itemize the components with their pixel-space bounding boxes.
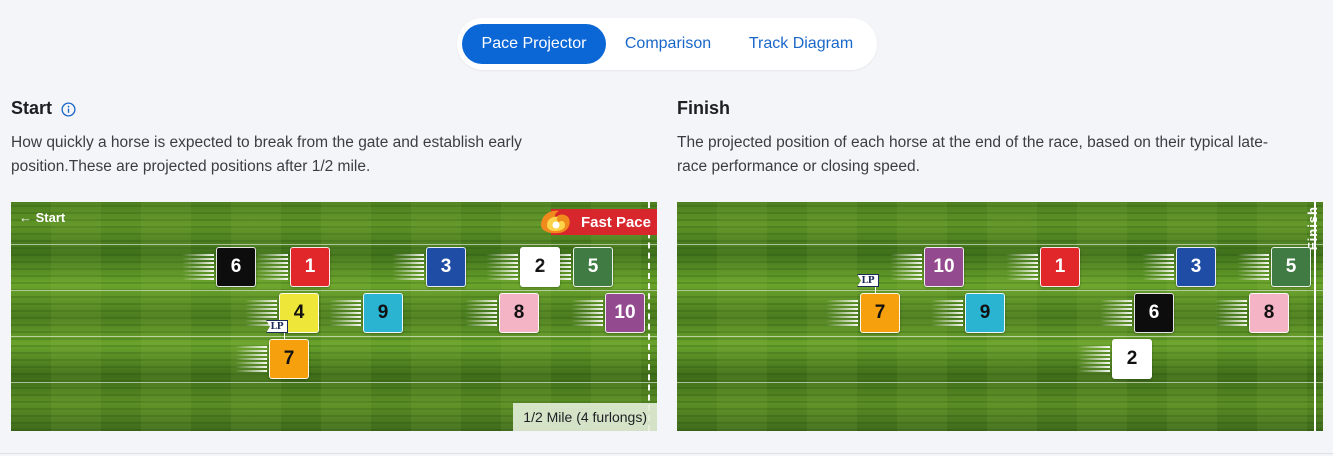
horse-marker-3[interactable]: 3: [392, 247, 466, 287]
horse-number: 5: [1285, 256, 1297, 277]
horse-number: 5: [587, 256, 599, 277]
tab-track-diagram[interactable]: Track Diagram: [748, 35, 854, 52]
lane-divider: [11, 290, 657, 291]
speed-lines: [1006, 254, 1038, 282]
speed-lines: [392, 254, 424, 282]
horse-marker-8[interactable]: 8: [1215, 293, 1289, 333]
lane-divider: [677, 244, 1323, 245]
speed-lines: [329, 300, 361, 328]
lane-divider: [677, 336, 1323, 337]
speed-lines: [1215, 300, 1247, 328]
lp-flag: LP: [857, 274, 879, 287]
finish-track: Finish 10 1 3 5 7 LP 9 6 8 2: [677, 202, 1323, 431]
horse-number: 8: [513, 302, 525, 323]
speed-lines: [890, 254, 922, 282]
start-label-text: ← Start: [19, 210, 66, 225]
distance-label: 1/2 Mile (4 furlongs): [513, 403, 657, 431]
finish-title: Finish: [677, 97, 730, 118]
horse-number: 7: [874, 302, 886, 323]
horse-marker-2[interactable]: 2: [1078, 339, 1152, 379]
view-tabs: Pace Projector Comparison Track Diagram: [457, 18, 877, 70]
horse-number: 6: [230, 256, 242, 277]
horse-number: 4: [293, 302, 305, 323]
info-icon[interactable]: [61, 101, 76, 117]
lp-flag-pole: [875, 286, 876, 294]
bottom-divider: [0, 453, 1333, 454]
speed-lines: [1142, 254, 1174, 282]
horse-marker-8[interactable]: 8: [465, 293, 539, 333]
horse-marker-1[interactable]: 1: [256, 247, 330, 287]
lane-divider: [11, 336, 657, 337]
start-description: How quickly a horse is expected to break…: [11, 134, 522, 175]
lane-divider: [11, 382, 657, 383]
speed-lines: [1100, 300, 1132, 328]
horse-number: 3: [1190, 256, 1202, 277]
horse-number: 7: [283, 348, 295, 369]
speed-lines: [182, 254, 214, 282]
horse-number: 1: [1054, 256, 1066, 277]
lane-divider: [677, 382, 1323, 383]
horse-number: 10: [933, 256, 955, 277]
start-title: Start: [11, 97, 53, 118]
horse-marker-10[interactable]: 10: [571, 293, 645, 333]
horse-marker-7[interactable]: 7 LP: [826, 274, 900, 333]
fire-icon: [541, 210, 570, 234]
speed-lines: [931, 300, 963, 328]
lp-flag-pole: [284, 332, 285, 340]
speed-lines: [826, 300, 858, 328]
speed-lines: [486, 254, 518, 282]
horse-number: 6: [1148, 302, 1160, 323]
horse-marker-10[interactable]: 10: [890, 247, 964, 287]
finish-section: Finish The projected position of each ho…: [677, 96, 1323, 179]
horse-marker-3[interactable]: 3: [1142, 247, 1216, 287]
horse-number: 2: [1126, 348, 1138, 369]
horse-number: 9: [979, 302, 991, 323]
finish-line-label: Finish: [1305, 206, 1320, 251]
horse-number: 10: [614, 302, 636, 323]
horse-marker-5[interactable]: 5: [1237, 247, 1311, 287]
fast-pace-badge: Fast Pace: [541, 209, 657, 235]
horse-marker-6[interactable]: 6: [182, 247, 256, 287]
half-mile-marker-line: [648, 202, 650, 431]
start-section: Start How quickly a horse is expected to…: [11, 96, 657, 179]
speed-lines: [539, 254, 571, 282]
horse-number: 8: [1263, 302, 1275, 323]
finish-description: The projected position of each horse at …: [677, 134, 1269, 175]
tab-comparison[interactable]: Comparison: [624, 35, 712, 52]
horse-number: 1: [304, 256, 316, 277]
horse-marker-9[interactable]: 9: [329, 293, 403, 333]
tab-pace-projector[interactable]: Pace Projector: [462, 24, 606, 64]
speed-lines: [465, 300, 497, 328]
speed-lines: [571, 300, 603, 328]
finish-line: [1314, 202, 1316, 431]
start-direction-label: ← Start: [19, 210, 65, 225]
horse-marker-1[interactable]: 1: [1006, 247, 1080, 287]
horse-marker-9[interactable]: 9: [931, 293, 1005, 333]
horse-number: 3: [440, 256, 452, 277]
start-track: ← Start Fast Pace 61325498107LP 1/2 Mile…: [11, 202, 657, 431]
horse-number: 9: [377, 302, 389, 323]
lane-divider: [677, 290, 1323, 291]
lane-divider: [11, 244, 657, 245]
speed-lines: [1237, 254, 1269, 282]
speed-lines: [1078, 346, 1110, 374]
horse-marker-5[interactable]: 5: [539, 247, 613, 287]
fast-pace-text: Fast Pace: [580, 213, 651, 231]
speed-lines: [256, 254, 288, 282]
horse-marker-6[interactable]: 6: [1100, 293, 1174, 333]
speed-lines: [235, 346, 267, 374]
